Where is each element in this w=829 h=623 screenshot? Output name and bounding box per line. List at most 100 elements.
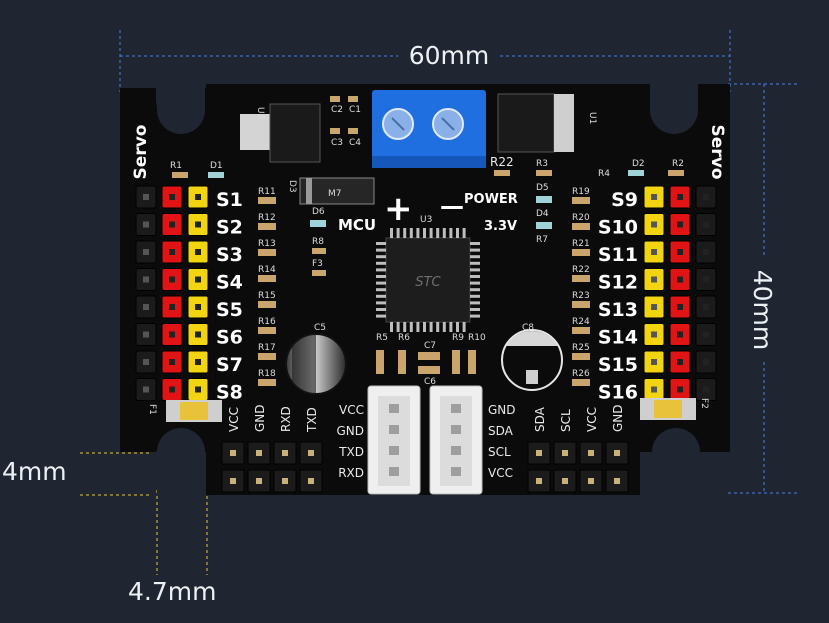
connector-pin — [389, 404, 399, 413]
i2c-header-pin-hole — [536, 450, 542, 456]
chip-pin — [376, 248, 386, 252]
servo-right-pin-hole — [651, 221, 657, 228]
u2-regulator — [269, 103, 321, 163]
resistor-label-left: R14 — [258, 265, 276, 275]
servo-left-pin-hole — [143, 221, 149, 228]
connector-pin — [451, 467, 461, 476]
servo-left-pin-hole — [195, 276, 201, 283]
chip-pin — [470, 255, 480, 259]
u1-regulator — [497, 93, 555, 153]
chip-pin — [390, 322, 393, 332]
u2-tab — [240, 114, 270, 150]
resistor-label-left: R13 — [258, 239, 276, 249]
chip-pin — [390, 228, 393, 238]
channel-label-right: S16 — [598, 382, 638, 404]
servo-header-right — [643, 185, 717, 401]
connector-pin — [451, 425, 461, 434]
servo-right-pin-hole — [677, 249, 683, 255]
d5-label: D5 — [536, 183, 549, 193]
d5-led — [536, 196, 552, 203]
c8-capacitor-footprint — [501, 329, 563, 391]
c6-label: C6 — [424, 377, 436, 387]
chip-pin — [470, 281, 480, 285]
r8 — [312, 248, 326, 254]
servo-right-pin-hole — [677, 221, 683, 228]
top-left-leds: R1 D1 — [170, 161, 224, 178]
i2c-header-pin-hole — [562, 478, 568, 484]
connector-left-pin-label: GND — [336, 424, 364, 438]
servo-right-pin-hole — [677, 194, 683, 200]
f2-fuse-body — [654, 400, 682, 418]
servo-right-pin-hole — [703, 304, 709, 310]
connector-left-pin-label: RXD — [338, 466, 364, 480]
resistor-left — [258, 353, 276, 360]
resistor-right — [572, 353, 590, 360]
servo-left-pin-hole — [195, 386, 201, 393]
servo-left-pin-hole — [195, 359, 201, 365]
servo-right-pin-hole — [703, 386, 709, 393]
f2-label: F2 — [699, 398, 709, 409]
i2c-pin-header — [527, 441, 629, 493]
chip-pin — [470, 268, 480, 272]
chip-pin — [403, 322, 407, 332]
connector-pin — [451, 446, 461, 455]
servo-right-pin-hole — [677, 386, 683, 393]
servo-label-right: Servo — [707, 125, 727, 180]
chip-pin — [462, 228, 466, 238]
i2c-header-label: VCC — [585, 407, 599, 432]
u3-label: U3 — [420, 215, 432, 225]
resistor-right — [572, 301, 590, 308]
servo-left-pin-hole — [195, 304, 201, 310]
uart-header-label: TXD — [305, 407, 319, 433]
c2-label: C2 — [331, 105, 343, 115]
chip-pin — [376, 301, 386, 305]
dimension-hole-spacing: 4mm — [2, 452, 152, 496]
connector-pin — [389, 425, 399, 434]
servo-right-pin-hole — [677, 359, 683, 365]
connector-pin — [451, 404, 461, 413]
servo-label-left: Servo — [131, 125, 151, 180]
channel-label-left: S7 — [216, 354, 243, 376]
resistor-label-right: R24 — [572, 317, 590, 327]
dimension-width-label: 60mm — [409, 41, 490, 70]
resistor-right — [572, 249, 590, 256]
chip-pin — [470, 261, 480, 265]
chip-pin — [470, 308, 480, 311]
servo-left-pin-hole — [195, 194, 201, 200]
r6-label: R6 — [398, 333, 410, 343]
chip-pin — [376, 294, 386, 298]
resistor-label-right: R20 — [572, 213, 590, 223]
power-label: POWER — [464, 192, 518, 207]
f3 — [312, 270, 326, 276]
mcu-label: MCU — [338, 216, 376, 234]
servo-right-pin-hole — [703, 276, 709, 283]
d1-label: D1 — [210, 161, 223, 171]
uart-header-label: VCC — [227, 407, 241, 432]
chip-pin — [456, 322, 459, 332]
resistor-left — [258, 327, 276, 334]
f1-fuse-body — [180, 402, 208, 420]
chip-pin — [396, 322, 400, 332]
resistor-label-left: R16 — [258, 317, 276, 327]
i2c-header-pin-hole — [588, 450, 594, 456]
u1-tab — [554, 94, 574, 152]
servo-left-pin-hole — [169, 249, 175, 255]
servo-right-pin-hole — [703, 194, 709, 200]
resistor-label-right: R26 — [572, 369, 590, 379]
mount-notch-top-left — [157, 88, 205, 134]
r2-label: R2 — [672, 159, 684, 169]
dimension-height: 40mm — [728, 83, 800, 494]
chip-pin — [470, 314, 480, 318]
chip-pin — [396, 228, 400, 238]
connector-left-pin-label: TXD — [338, 445, 364, 459]
resistor-label-right: R21 — [572, 239, 590, 249]
servo-right-pin-hole — [651, 331, 657, 338]
chip-pin — [376, 288, 386, 292]
connector-left-white — [367, 385, 421, 495]
channel-label-right: S14 — [598, 327, 638, 349]
chip-pin — [423, 322, 426, 332]
resistor-left — [258, 197, 276, 204]
